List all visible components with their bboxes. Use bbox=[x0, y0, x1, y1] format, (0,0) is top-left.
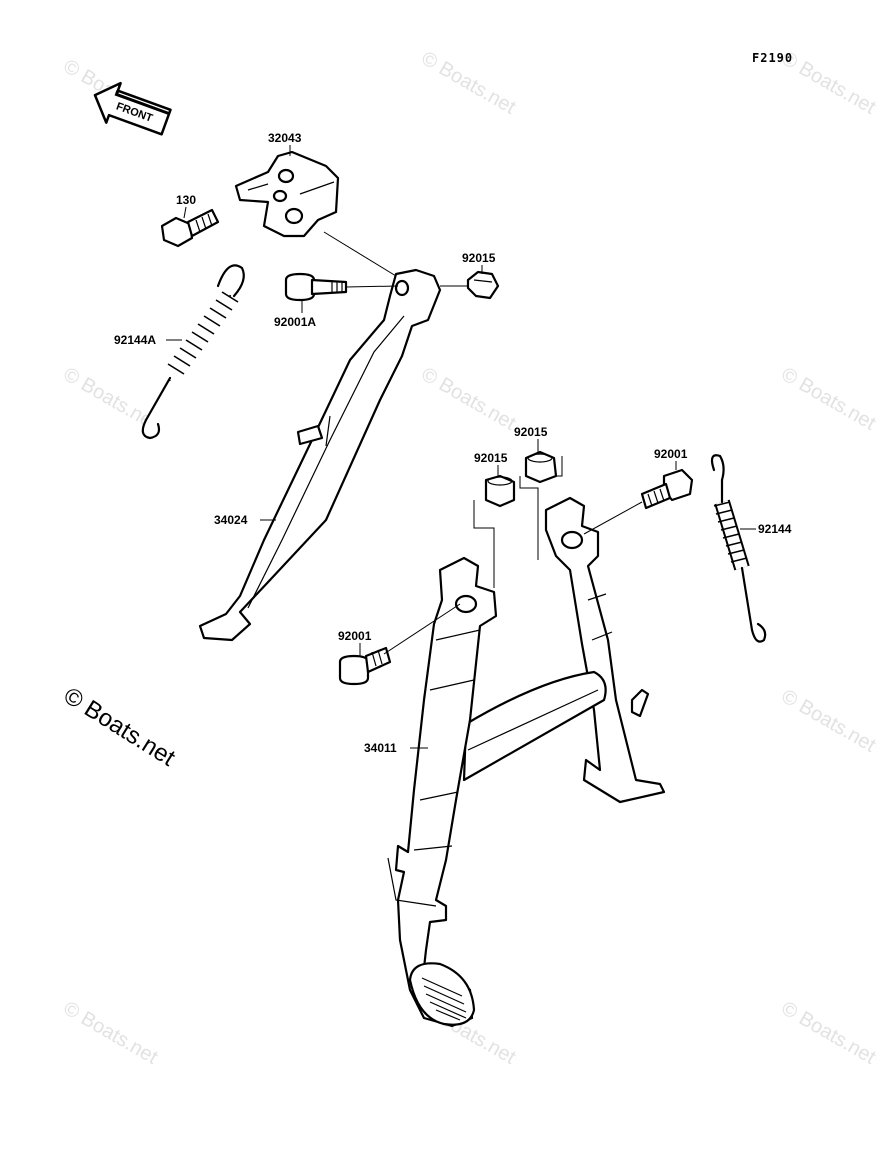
assembly-lines-left bbox=[323, 231, 468, 288]
label-32043: 32043 bbox=[268, 131, 302, 145]
pivot-bolt-92001A[interactable] bbox=[284, 272, 348, 302]
watermark: © Boats.net bbox=[778, 997, 880, 1069]
nut-92015-left[interactable] bbox=[484, 474, 516, 508]
center-stand-34011[interactable] bbox=[387, 496, 666, 1028]
watermark: © Boats.net bbox=[418, 47, 520, 119]
label-92015-left: 92015 bbox=[474, 451, 508, 465]
bracket-32043[interactable] bbox=[234, 150, 340, 238]
figure-code: F2190 bbox=[752, 51, 793, 65]
pivot-bolt-92001-right[interactable] bbox=[640, 468, 694, 510]
bolt-130[interactable] bbox=[160, 208, 220, 248]
spring-92144[interactable] bbox=[710, 454, 767, 643]
nut-92015-right[interactable] bbox=[524, 450, 558, 484]
watermark: © Boats.net bbox=[778, 685, 880, 757]
label-92015-top: 92015 bbox=[462, 251, 496, 265]
front-arrow-icon: FRONT bbox=[93, 81, 172, 136]
watermark: © Boats.net bbox=[418, 363, 520, 435]
label-92001A: 92001A bbox=[274, 315, 316, 329]
pivot-bolt-92001-left[interactable] bbox=[338, 646, 392, 686]
label-92001-left: 92001 bbox=[338, 629, 372, 643]
spring-92144A[interactable] bbox=[141, 264, 245, 440]
part-labels: 32043 130 92015 92001A 92144A 34024 9201… bbox=[114, 131, 792, 755]
label-92144: 92144 bbox=[758, 522, 792, 536]
side-stand-34024[interactable] bbox=[198, 268, 442, 642]
label-34011: 34011 bbox=[364, 741, 397, 755]
watermark: © Boats.net bbox=[60, 997, 162, 1069]
label-92001-right: 92001 bbox=[654, 447, 688, 461]
label-92015-right: 92015 bbox=[514, 425, 548, 439]
label-92144A: 92144A bbox=[114, 333, 156, 347]
label-130: 130 bbox=[176, 193, 196, 207]
assembly-lines-right bbox=[383, 456, 643, 655]
watermark-main: © Boats.net bbox=[59, 682, 180, 772]
watermark: © Boats.net bbox=[778, 363, 880, 435]
label-34024: 34024 bbox=[214, 513, 248, 527]
nut-92015-top[interactable] bbox=[466, 270, 500, 300]
